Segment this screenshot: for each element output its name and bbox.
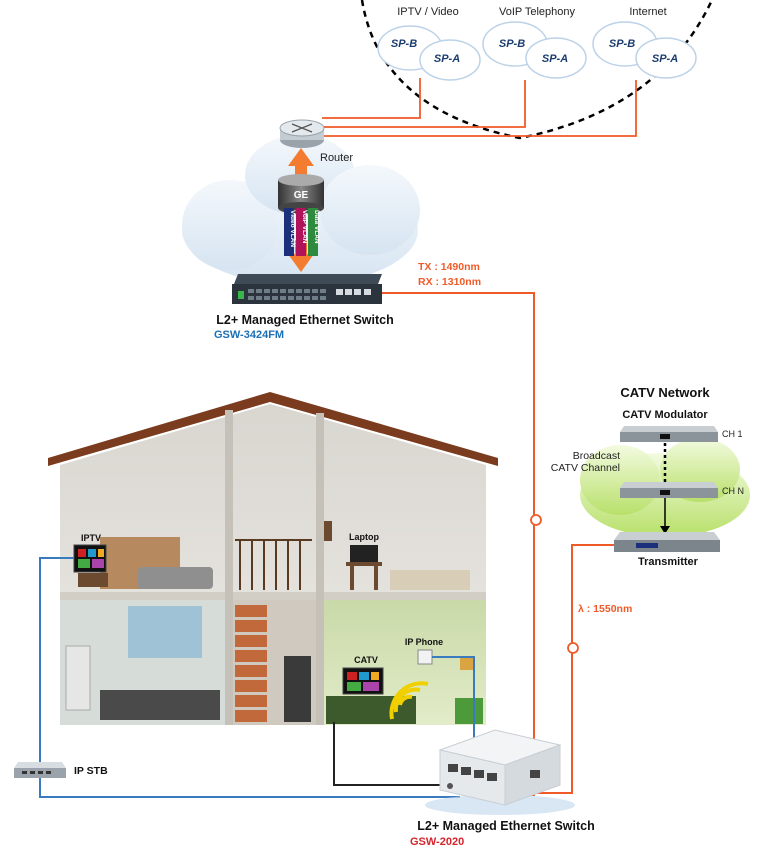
wall-jack: [460, 658, 474, 670]
picture-frame: [324, 521, 332, 541]
catv-network-title: CATV Network: [620, 385, 710, 400]
tx-wavelength-label: TX : 1490nm: [418, 261, 480, 273]
modulator-arrowhead: [660, 526, 670, 534]
fiber-catv-to-home: [530, 544, 614, 794]
catv-transmitter: [614, 532, 720, 552]
transmitter-label: Transmitter: [638, 556, 699, 568]
rx-wavelength-label: RX : 1310nm: [418, 276, 481, 288]
iptv-to-router-line: [322, 78, 421, 119]
voip-telephony-label: VoIP Telephony: [499, 6, 576, 18]
service-links: [322, 78, 637, 137]
service-provider-area: IPTV / Video VoIP Telephony Internet SP-…: [360, 0, 714, 140]
coax-catv-to-switch: [333, 722, 448, 786]
sofa: [138, 567, 213, 589]
ge-label: GE: [294, 190, 309, 201]
home-switch-gsw-2020: [425, 729, 575, 815]
house: [48, 392, 498, 725]
internet-cloud: [592, 21, 697, 79]
iptv-video-label: IPTV / Video: [397, 6, 459, 18]
core-switch-title: L2+ Managed Ethernet Switch: [216, 313, 393, 327]
kitchen-window: [128, 606, 202, 658]
voip-cloud: [482, 21, 587, 79]
catv-modulator-label: CATV Modulator: [622, 409, 708, 421]
vlan-ribbons: Video VLAN VoIP VLAN Data VLAN: [284, 208, 320, 256]
video-vlan-label: Video VLAN: [289, 210, 296, 247]
core-switch-model: GSW-3424FM: [214, 329, 284, 341]
broadcast-label-line2: CATV Channel: [551, 462, 620, 474]
data-vlan-label: Data VLAN: [313, 210, 320, 244]
core-switch-gsw-3424fm: [232, 274, 382, 304]
internet-sp-a: SP-A: [652, 53, 678, 65]
router-icon: [279, 119, 325, 148]
catv-modulator-chn: [620, 482, 718, 498]
bed: [390, 570, 470, 590]
home-switch-title: L2+ Managed Ethernet Switch: [417, 819, 594, 833]
refrigerator: [65, 645, 91, 711]
ip-stb-label: IP STB: [74, 765, 108, 777]
ethernet-iptv-to-switch: [39, 557, 460, 798]
laptop-label: Laptop: [349, 532, 379, 542]
catv-room-label: CATV: [354, 655, 378, 665]
iptv-room-label: IPTV: [81, 533, 101, 543]
voip-sp-b: SP-B: [499, 38, 525, 50]
refrigerator-steel: [284, 656, 311, 722]
internet-to-router-line: [322, 80, 637, 137]
iptv-sp-a: SP-A: [434, 53, 460, 65]
iptv-sp-b: SP-B: [391, 38, 417, 50]
chn-label: CH N: [722, 486, 744, 496]
fiber-splice-1: [530, 514, 542, 526]
voip-to-router-line: [322, 80, 526, 128]
internet-label: Internet: [629, 6, 666, 18]
internet-sp-b: SP-B: [609, 38, 635, 50]
staircase: [235, 605, 267, 722]
tv-cabinet: [78, 573, 108, 587]
lambda-wavelength-label: λ : 1550nm: [578, 603, 632, 615]
fiber-splice-2: [567, 642, 579, 654]
ip-phone-device: [417, 649, 433, 665]
green-chair: [455, 698, 483, 724]
kitchen-counter: [100, 690, 220, 720]
home-switch-model: GSW-2020: [410, 836, 464, 848]
voip-vlan-label: VoIP VLAN: [301, 210, 308, 244]
ip-stb-device: [14, 762, 66, 778]
voip-sp-a: SP-A: [542, 53, 568, 65]
catv-modulator-ch1: [620, 426, 718, 442]
broadcast-label-line1: Broadcast: [573, 450, 620, 462]
router-label: Router: [320, 152, 353, 164]
stair-rail: [235, 539, 312, 590]
iptv-cloud: [377, 25, 481, 81]
ip-phone-label: IP Phone: [405, 637, 443, 647]
laptop-screen: [350, 545, 378, 562]
ch1-label: CH 1: [722, 429, 743, 439]
wifi-signal-icon: [389, 681, 429, 720]
